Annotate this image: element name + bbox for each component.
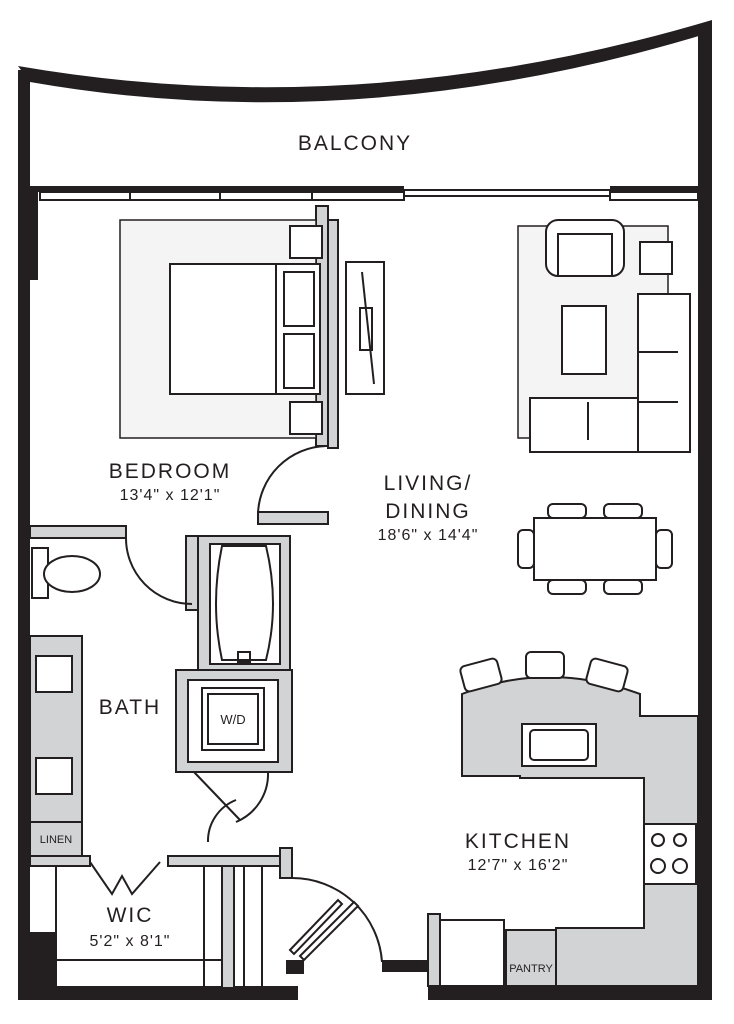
wic-size: 5'2" x 8'1" (90, 933, 171, 950)
window (609, 191, 699, 201)
bedroom-door-wall (257, 511, 329, 525)
laundry-door (193, 771, 270, 823)
entry-door-leaf (298, 900, 360, 962)
washer-dryer-label: W/D (220, 712, 245, 727)
side-table (639, 241, 673, 275)
sink (35, 757, 73, 795)
exterior-wall-left (18, 70, 30, 1000)
pillow (283, 333, 315, 389)
burner (651, 833, 665, 847)
bathtub-basin (215, 545, 274, 661)
linen-label: LINEN (40, 834, 72, 846)
sectional-sofa (637, 293, 691, 453)
kitchen-label: KITCHEN (465, 830, 571, 853)
window (39, 191, 405, 201)
entry-jamb (286, 960, 304, 974)
coffee-table (561, 305, 607, 375)
linen-closet (29, 821, 83, 857)
exterior-wall-bottom-right (428, 986, 712, 1000)
tub-faucet (237, 651, 251, 663)
dining-chair (603, 579, 643, 595)
pantry-label: PANTRY (509, 963, 553, 975)
pillow (283, 271, 315, 327)
kitchen-wall (427, 913, 441, 987)
dining-chair (655, 529, 673, 569)
bar-stool (459, 657, 503, 693)
dining-chair (517, 529, 535, 569)
dining-chair (547, 579, 587, 595)
dining-chair (603, 503, 643, 519)
dining-table (533, 517, 657, 581)
living-size: 18'6" x 14'4" (378, 527, 479, 544)
balcony-curved-edge (18, 20, 712, 103)
exterior-wall-left-pier (28, 186, 38, 280)
kitchen-size: 12'7" x 16'2" (468, 857, 569, 874)
dining-chair (547, 503, 587, 519)
window-wall (30, 186, 404, 192)
bath-wall-top (29, 525, 127, 539)
pantry (505, 929, 557, 987)
entry-jamb (382, 960, 430, 972)
wic-wall (221, 865, 235, 989)
bed (169, 263, 279, 395)
living-label-line1: LIVING/ (384, 472, 473, 495)
bath-door-swing (124, 535, 193, 605)
wic-label: WIC (107, 904, 154, 927)
armchair-seat (557, 233, 613, 277)
bar-stool (525, 651, 565, 679)
entry-door-leaf (288, 898, 344, 956)
burner (673, 833, 687, 847)
sliding-door (403, 189, 611, 197)
wic-wall (29, 855, 91, 867)
burner (650, 858, 666, 874)
tv-console (345, 261, 385, 395)
living-label-line2: DINING (385, 500, 471, 523)
bedroom-door-swing (257, 445, 327, 515)
tv-line (361, 271, 375, 385)
bath-wall (185, 535, 199, 611)
exterior-wall-right (698, 24, 712, 1000)
wic-corner (28, 932, 56, 988)
washer-dryer-inner (207, 693, 259, 745)
bath-label: BATH (99, 696, 161, 719)
washer-dryer (201, 687, 265, 751)
kitchen-sink-basin (529, 729, 589, 761)
exterior-wall-bottom-left (18, 986, 298, 1000)
window-wall (610, 186, 700, 192)
bedroom-label: BEDROOM (109, 460, 232, 483)
nightstand (289, 401, 323, 435)
toilet-bowl (43, 555, 101, 593)
cooktop (643, 823, 697, 885)
refrigerator (439, 919, 505, 987)
sink (35, 655, 73, 693)
entry-wall (279, 847, 293, 879)
bar-stool (585, 657, 629, 693)
bath-entry-door-swing (206, 799, 237, 843)
bedroom-partition-wall (327, 219, 339, 449)
nightstand (289, 225, 323, 259)
bedroom-size: 13'4" x 12'1" (120, 487, 221, 504)
wic-bifold-door (89, 861, 161, 896)
wic-wall (167, 855, 293, 867)
balcony-label: BALCONY (298, 132, 412, 155)
burner (672, 858, 688, 874)
